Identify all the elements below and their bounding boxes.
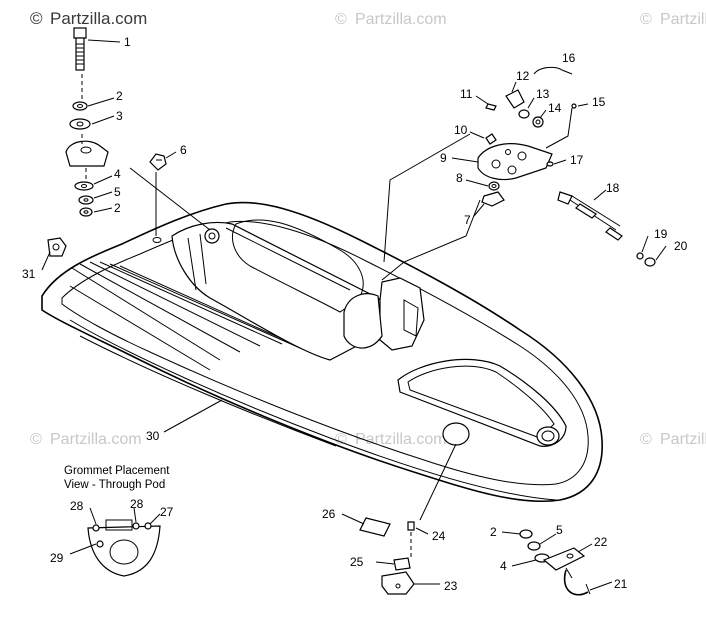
callout-labels: 1 2 3 4 5 2 6 11 12 13 14 15 16 10 9 17 … (22, 35, 688, 593)
callout-label: 25 (350, 555, 364, 569)
grommet-view (87, 519, 161, 577)
callout-label: 16 (562, 51, 576, 65)
callout-label: 31 (22, 267, 36, 281)
callout-label: 7 (464, 213, 471, 227)
callout-label: 18 (606, 181, 620, 195)
callout-label: 21 (614, 577, 628, 591)
watermark-brand: Partzilla.com (355, 11, 447, 28)
watermark-symbol: © (640, 431, 652, 448)
callout-label: 4 (500, 559, 507, 573)
callout-label: 1 (124, 35, 131, 49)
callout-label: 17 (570, 153, 584, 167)
grommet-caption: Grommet Placement View - Through Pod (64, 465, 170, 491)
callout-label: 2 (114, 201, 121, 215)
fitting-part-31 (47, 237, 67, 257)
watermark-symbol: © (335, 11, 347, 28)
clip-part-6 (129, 153, 211, 243)
callout-label: 12 (516, 69, 530, 83)
callout-label: 24 (432, 529, 446, 543)
bolt-stack (65, 27, 109, 217)
callout-label: 2 (490, 525, 497, 539)
watermark-symbol: © (30, 431, 42, 448)
callout-label: 26 (322, 507, 336, 521)
callout-label: 11 (460, 87, 473, 101)
callout-label: 3 (116, 109, 123, 123)
callout-label: 8 (456, 171, 463, 185)
hull-drawing (41, 201, 603, 503)
callout-label: 29 (50, 551, 64, 565)
watermark-brand-primary: Partzilla.com (50, 9, 147, 28)
watermark-symbol: © (640, 11, 652, 28)
lower-parts (359, 443, 591, 596)
callout-label: 27 (160, 505, 174, 519)
steering-assembly (381, 66, 656, 281)
callout-label: 28 (130, 497, 144, 511)
callout-label: 6 (180, 143, 187, 157)
callout-label: 30 (146, 429, 160, 443)
callout-label: 15 (592, 95, 606, 109)
watermark-brand: Partzilla.com (355, 431, 447, 448)
callout-label: 4 (114, 167, 121, 181)
callout-label: 28 (70, 499, 84, 513)
watermark-symbol-primary: © (30, 9, 43, 28)
callout-label: 19 (654, 227, 668, 241)
callout-label: 9 (440, 151, 447, 165)
watermark-brand: Partzilla.com (50, 431, 142, 448)
watermark-layer: © Partzilla.com © Partzilla.com © Partzi… (30, 9, 706, 448)
watermark-brand: Partzilla.com (660, 11, 706, 28)
callout-label: 22 (594, 535, 608, 549)
callout-label: 10 (454, 123, 468, 137)
leader-lines (41, 39, 667, 591)
callout-label: 13 (536, 87, 550, 101)
callout-label: 20 (674, 239, 688, 253)
watermark-brand: Partzilla.com (660, 431, 706, 448)
caption-line-2: View - Through Pod (64, 479, 165, 491)
callout-label: 5 (556, 523, 563, 537)
callout-label: 2 (116, 89, 123, 103)
callout-label: 14 (548, 101, 562, 115)
callout-label: 5 (114, 185, 121, 199)
caption-line-1: Grommet Placement (64, 465, 170, 477)
callout-label: 23 (444, 579, 458, 593)
